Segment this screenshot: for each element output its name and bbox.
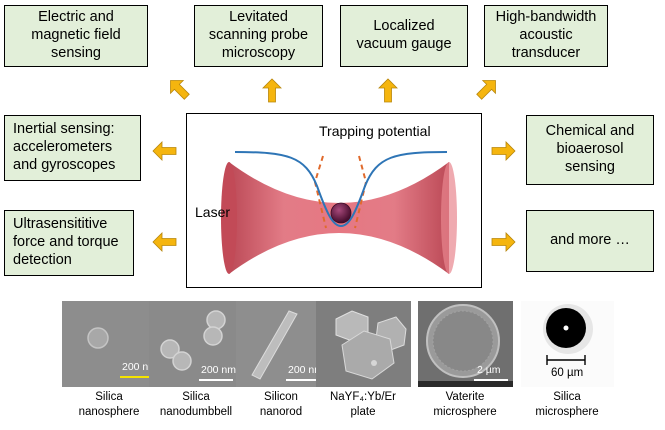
caption-nayf4-plate: NaYF₄:Yb/Er plate	[329, 391, 397, 418]
micrograph-silica-nanosphere: 200 nm	[62, 301, 157, 387]
box-scanning-probe: Levitated scanning probe microscopy	[194, 5, 323, 67]
beam-left-face	[221, 162, 237, 274]
trapping-potential-label: Trapping potential	[319, 123, 431, 139]
scale-label: 60 µm	[551, 367, 584, 379]
scale-label: 200 nm	[122, 361, 157, 373]
caption-silicon-nanorod: Silicon nanorod	[259, 391, 303, 418]
micrograph-nayf4-plate	[316, 301, 411, 387]
micrograph-silicon-nanorod: 200 nm	[236, 301, 331, 387]
scale-bar	[474, 379, 508, 381]
arrow-up-icon	[262, 78, 282, 103]
caption-silica-nanodumbbell: Silica nanodumbbell	[159, 391, 233, 418]
micrograph-silica-microsphere: 60 µm	[521, 301, 614, 387]
box-force-torque: Ultrasensititive force and torque detect…	[4, 210, 134, 276]
arrow-up-right-icon	[476, 80, 496, 100]
optical-trap-panel: Trapping potential Laser	[186, 113, 482, 288]
arrow-left-icon	[152, 232, 177, 252]
box-chemical-sensing: Chemical and bioaerosol sensing	[526, 115, 654, 185]
arrow-left-icon	[152, 141, 177, 161]
arrow-right-icon	[491, 141, 516, 161]
scale-label: 2 µm	[477, 364, 501, 376]
scale-label: 200 nm	[288, 364, 324, 376]
caption-silica-nanosphere: Silica nanosphere	[78, 391, 140, 418]
box-inertial-sensing: Inertial sensing: accelerometers and gyr…	[4, 115, 141, 181]
beam-right-face	[441, 162, 457, 274]
box-field-sensing: Electric and magnetic field sensing	[4, 5, 148, 67]
scale-label: 200 nm	[201, 364, 237, 376]
caption-silica-microsphere: Silica microsphere	[535, 391, 599, 418]
box-and-more: and more …	[526, 210, 654, 272]
caption-vaterite-microsphere: Vaterite microsphere	[433, 391, 497, 418]
arrow-right-icon	[491, 232, 516, 252]
box-acoustic-transducer: High-bandwidth acoustic transducer	[484, 5, 608, 67]
scale-bar	[199, 379, 233, 381]
micrograph-silica-nanodumbbell: 200 nm	[149, 301, 244, 387]
arrow-up-left-icon	[170, 80, 190, 100]
scale-bar	[120, 376, 150, 378]
laser-label: Laser	[195, 204, 231, 220]
trap-right-dashed	[354, 155, 368, 229]
box-vacuum-gauge: Localized vacuum gauge	[340, 5, 468, 67]
optical-trap-illustration	[221, 151, 457, 274]
micrograph-vaterite-microsphere: 2 µm	[418, 301, 513, 387]
arrow-up-icon	[378, 78, 398, 103]
trapping-potential-curve	[234, 151, 448, 228]
levitated-particle	[330, 202, 352, 224]
scale-bar	[286, 379, 322, 381]
